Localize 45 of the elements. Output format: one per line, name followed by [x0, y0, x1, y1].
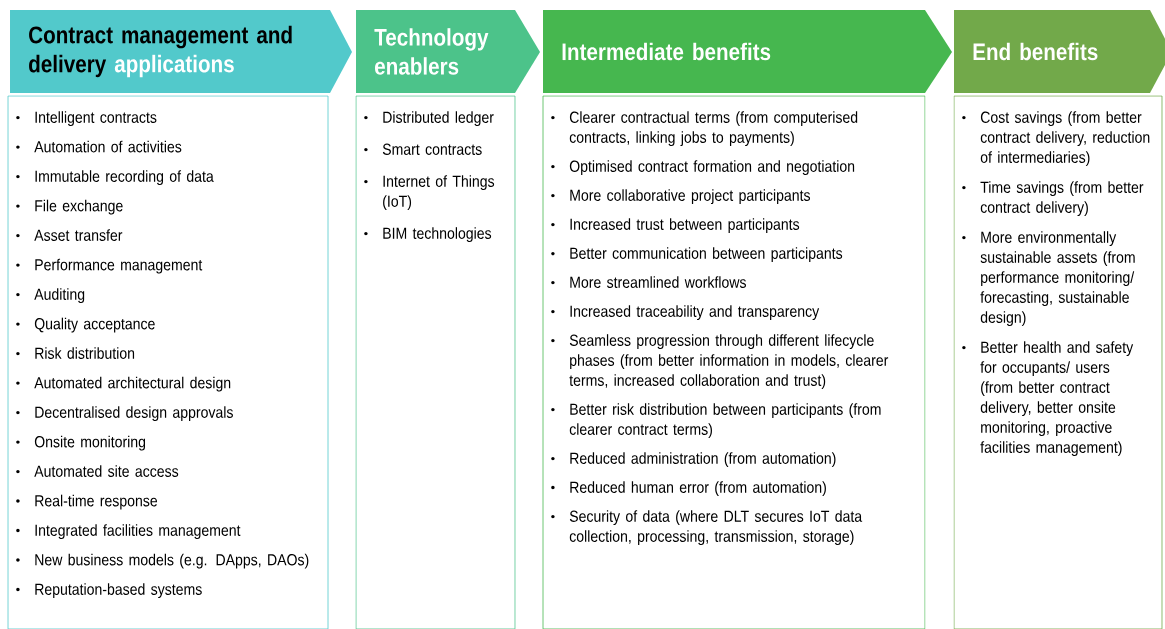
list-item: Integrated facilities management	[16, 524, 241, 540]
chevron-header: Contract management and delivery applications	[10, 10, 352, 93]
list-box	[542, 95, 926, 629]
list-item: Onsite monitoring	[16, 435, 146, 451]
list-item: Better health and safety for occupants/ users (from better contract delivery, better onsite monitoring, proactive facilities management)	[962, 341, 1134, 457]
list-box	[953, 95, 1163, 629]
list-item: Real-time response	[16, 494, 158, 510]
list-item: File exchange	[16, 199, 123, 215]
chevron-header: Intermediate benefits	[543, 10, 952, 93]
list-item: More environmentally sustainable assets (from performance monitoring/ forecasting, sustainable design)	[962, 231, 1135, 327]
list-item: Reduced human error (from automation)	[551, 481, 826, 497]
chevron-header: End benefits	[954, 10, 1165, 93]
list-item: Increased trust between participants	[551, 218, 800, 234]
list-item: Time savings (from better contract delivery)	[962, 181, 1144, 217]
list-item: BIM technologies	[364, 227, 492, 243]
list-item: Quality acceptance	[16, 317, 155, 333]
list-item: Immutable recording of data	[16, 170, 214, 186]
list-item: Seamless progression through different lifecycle phases (from better information in models, clearer terms, increased collaboration and trust)	[551, 334, 889, 390]
list-item: Performance management	[16, 258, 203, 274]
list-item: Better risk distribution between participants (from clearer contract terms)	[551, 403, 881, 439]
list-item: Smart contracts	[364, 143, 482, 155]
list-item: New business models (e.g. DApps, DAOs)	[16, 553, 309, 569]
chevron-header: Technology enablers	[356, 10, 540, 93]
list-item: Reduced administration (from automation)	[551, 452, 836, 468]
list-item: Clearer contractual terms (from computerised contracts, linking jobs to payments)	[551, 111, 858, 147]
list-box	[355, 95, 516, 629]
list-item: Distributed ledger	[364, 111, 494, 127]
list-item: Increased traceability and transparency	[551, 305, 820, 321]
list-item: Cost savings (from better contract delivery, reduction of intermediaries)	[962, 111, 1150, 167]
list-box	[7, 95, 329, 629]
list-item: Decentralised design approvals	[16, 406, 233, 422]
list-item: More collaborative project participants	[551, 189, 811, 205]
list-item: Risk distribution	[16, 347, 135, 359]
list-item: Automated site access	[16, 465, 179, 477]
list-item: Intelligent contracts	[16, 111, 157, 127]
list-item: More streamlined workflows	[551, 276, 746, 288]
list-item: Optimised contract formation and negotiation	[551, 160, 855, 176]
list-item: Automation of activities	[16, 140, 182, 153]
list-item: Security of data (where DLT secures IoT data collection, processing, transmission, storage)	[551, 510, 863, 546]
list-item: Asset transfer	[16, 229, 123, 241]
list-item: Automated architectural design	[16, 376, 231, 392]
list-item: Internet of Things (IoT)	[364, 175, 495, 211]
list-item: Better communication between participants	[551, 247, 843, 263]
list-item: Auditing	[16, 288, 85, 304]
list-item: Reputation-based systems	[16, 583, 202, 599]
